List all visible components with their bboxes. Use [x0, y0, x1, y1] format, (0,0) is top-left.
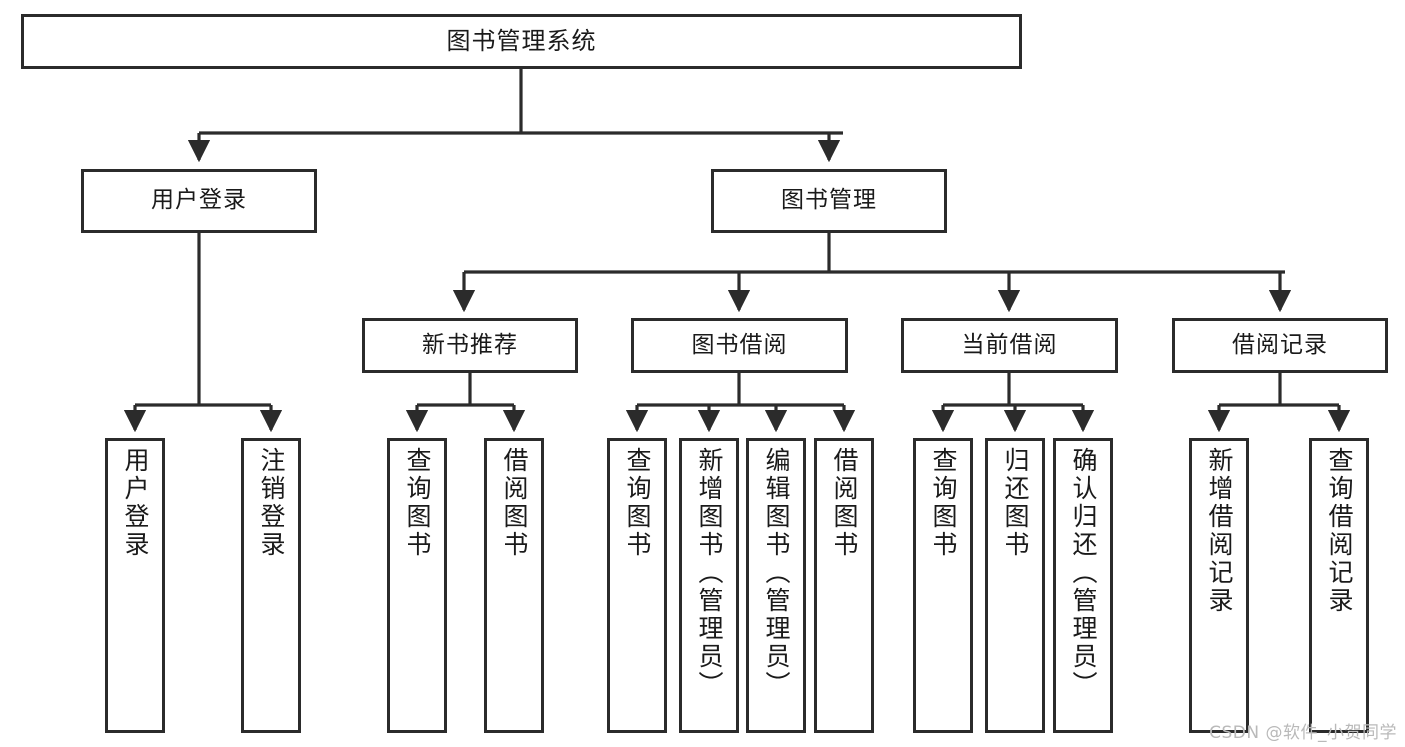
- node-leaf-user-logout[interactable]: 注销登录: [241, 438, 301, 733]
- node-book-borrow[interactable]: 图书借阅: [631, 318, 848, 373]
- node-borrow-record-label: 借阅记录: [1232, 331, 1328, 358]
- node-leaf-add-book[interactable]: 新增图书（管理员）: [679, 438, 739, 733]
- node-root-label: 图书管理系统: [446, 27, 597, 56]
- node-leaf-add-record[interactable]: 新增借阅记录: [1189, 438, 1249, 733]
- node-leaf-add-record-label: 新增借阅记录: [1205, 447, 1234, 615]
- node-leaf-borrow-book-2[interactable]: 借阅图书: [814, 438, 874, 733]
- node-leaf-query-record-label: 查询借阅记录: [1325, 447, 1354, 615]
- node-leaf-borrow-book-1-label: 借阅图书: [500, 447, 529, 559]
- node-leaf-borrow-book-2-label: 借阅图书: [830, 447, 859, 559]
- node-leaf-query-book-1[interactable]: 查询图书: [387, 438, 447, 733]
- node-leaf-borrow-book-1[interactable]: 借阅图书: [484, 438, 544, 733]
- node-leaf-add-book-label: 新增图书（管理员）: [695, 447, 724, 699]
- node-leaf-confirm-return[interactable]: 确认归还（管理员）: [1053, 438, 1113, 733]
- node-leaf-user-login[interactable]: 用户登录: [105, 438, 165, 733]
- node-leaf-query-book-1-label: 查询图书: [403, 447, 432, 559]
- node-leaf-query-book-3[interactable]: 查询图书: [913, 438, 973, 733]
- node-new-book-recommend[interactable]: 新书推荐: [362, 318, 578, 373]
- node-leaf-query-book-2-label: 查询图书: [623, 447, 652, 559]
- node-book-borrow-label: 图书借阅: [691, 331, 788, 358]
- node-leaf-return-book[interactable]: 归还图书: [985, 438, 1045, 733]
- node-new-book-recommend-label: 新书推荐: [422, 331, 518, 358]
- node-leaf-user-logout-label: 注销登录: [257, 447, 286, 559]
- node-leaf-query-record[interactable]: 查询借阅记录: [1309, 438, 1369, 733]
- node-user-login-label: 用户登录: [151, 187, 247, 214]
- node-leaf-edit-book-label: 编辑图书（管理员）: [762, 447, 791, 699]
- node-current-borrow[interactable]: 当前借阅: [901, 318, 1118, 373]
- csdn-watermark: CSDN @软件_小贺同学: [1209, 723, 1397, 743]
- node-root-system[interactable]: 图书管理系统: [21, 14, 1022, 69]
- node-leaf-return-book-label: 归还图书: [1001, 447, 1030, 559]
- node-borrow-record[interactable]: 借阅记录: [1172, 318, 1388, 373]
- node-current-borrow-label: 当前借阅: [961, 331, 1058, 358]
- node-book-management[interactable]: 图书管理: [711, 169, 947, 233]
- node-leaf-query-book-2[interactable]: 查询图书: [607, 438, 667, 733]
- node-leaf-query-book-3-label: 查询图书: [929, 447, 958, 559]
- node-leaf-edit-book[interactable]: 编辑图书（管理员）: [746, 438, 806, 733]
- node-book-management-label: 图书管理: [781, 187, 877, 214]
- node-user-login[interactable]: 用户登录: [81, 169, 317, 233]
- node-leaf-user-login-label: 用户登录: [121, 447, 150, 559]
- node-leaf-confirm-return-label: 确认归还（管理员）: [1069, 447, 1098, 699]
